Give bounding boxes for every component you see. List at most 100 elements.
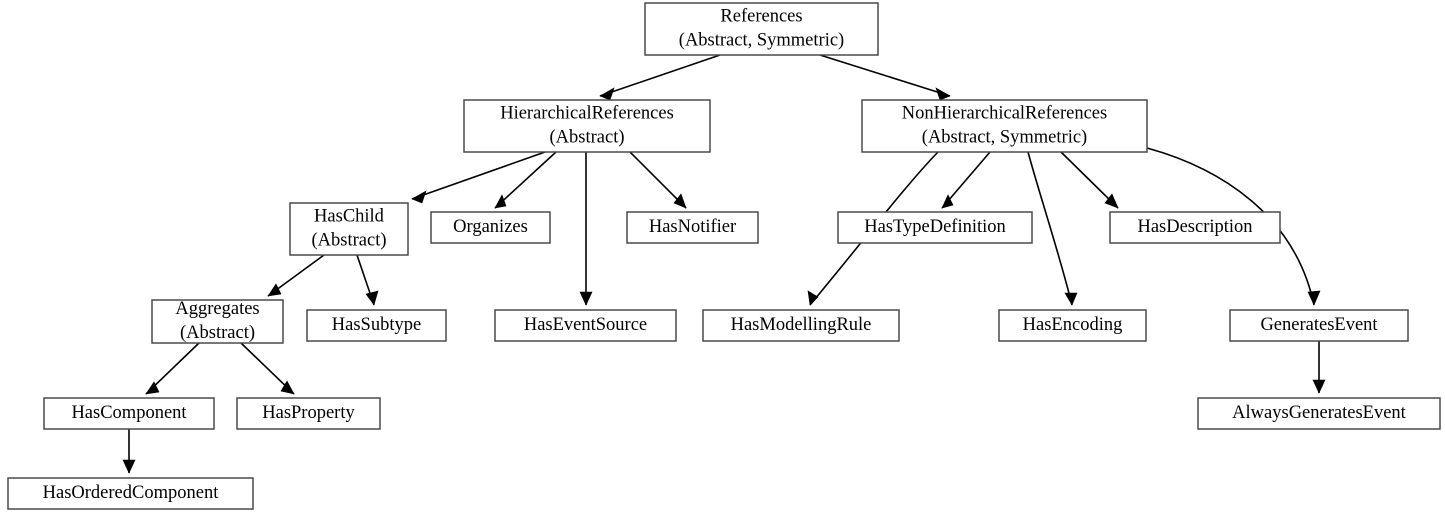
- node-label: HierarchicalReferences: [500, 103, 674, 123]
- node-label: HasProperty: [262, 403, 355, 423]
- node-label: (Abstract): [180, 323, 255, 343]
- edge-NonHierarchicalReferences-to-GeneratesEvent: [1146, 147, 1321, 306]
- node-label: HasComponent: [71, 403, 187, 423]
- node-box[interactable]: [43, 397, 215, 430]
- node-References[interactable]: References (Abstract, Symmetric): [644, 2, 879, 56]
- edge-layer: [122, 54, 1326, 474]
- node-Organizes[interactable]: Organizes: [430, 211, 551, 244]
- node-HasChild[interactable]: HasChild (Abstract): [289, 202, 409, 256]
- edge-HasComponent-to-HasOrderedComponent: [122, 429, 136, 474]
- node-box[interactable]: [1229, 309, 1409, 342]
- edge-NonHierarchicalReferences-to-HasTypeDefinition: [941, 151, 991, 209]
- node-layer: References (Abstract, Symmetric) Hierarchi…: [7, 2, 1441, 510]
- node-HasEncoding[interactable]: HasEncoding: [998, 309, 1147, 342]
- node-Aggregates[interactable]: Aggregates (Abstract): [151, 299, 284, 344]
- arrowhead-icon: [365, 290, 379, 306]
- edge-References-to-HierarchicalReferences: [599, 54, 721, 101]
- node-HierarchicalReferences[interactable]: HierarchicalReferences (Abstract): [463, 99, 711, 153]
- node-label: HasChild: [314, 206, 385, 226]
- node-HasEventSource[interactable]: HasEventSource: [494, 309, 677, 342]
- edge-line: [411, 151, 546, 200]
- node-box[interactable]: [463, 99, 711, 153]
- arrowhead-icon: [1312, 379, 1326, 394]
- node-box[interactable]: [837, 211, 1033, 244]
- node-label: HasNotifier: [649, 217, 736, 237]
- node-box[interactable]: [644, 2, 879, 56]
- node-HasModellingRule[interactable]: HasModellingRule: [702, 309, 900, 342]
- arrowhead-icon: [1064, 292, 1078, 306]
- arrowhead-icon: [807, 290, 819, 306]
- edge-HierarchicalReferences-to-HasEventSource: [579, 152, 593, 306]
- node-label: References: [720, 6, 802, 26]
- node-label: (Abstract): [550, 127, 625, 147]
- arrowhead-icon: [267, 283, 282, 297]
- arrowhead-icon: [280, 380, 295, 395]
- edge-NonHierarchicalReferences-to-HasDescription: [1060, 151, 1119, 209]
- node-label: HasDescription: [1137, 217, 1252, 237]
- node-label: (Abstract, Symmetric): [679, 30, 844, 50]
- node-GeneratesEvent[interactable]: GeneratesEvent: [1229, 309, 1409, 342]
- arrowhead-icon: [122, 459, 136, 474]
- node-box[interactable]: [306, 309, 447, 342]
- arrowhead-icon: [935, 87, 951, 101]
- node-box[interactable]: [702, 309, 900, 342]
- node-label: Aggregates: [175, 299, 259, 319]
- arrowhead-icon: [579, 291, 593, 306]
- node-label: (Abstract): [312, 230, 387, 250]
- node-box[interactable]: [1109, 211, 1281, 244]
- node-box[interactable]: [998, 309, 1147, 342]
- edge-Aggregates-to-HasComponent: [145, 342, 200, 395]
- node-label: GeneratesEvent: [1260, 315, 1378, 335]
- node-box[interactable]: [494, 309, 677, 342]
- node-HasDescription[interactable]: HasDescription: [1109, 211, 1281, 244]
- arrowhead-icon: [411, 190, 427, 204]
- node-label: HasSubtype: [332, 315, 421, 335]
- node-box[interactable]: [430, 211, 551, 244]
- node-HasComponent[interactable]: HasComponent: [43, 397, 215, 430]
- node-label: (Abstract, Symmetric): [922, 127, 1087, 147]
- node-box[interactable]: [1197, 397, 1441, 430]
- node-label: Organizes: [453, 217, 528, 237]
- node-HasOrderedComponent[interactable]: HasOrderedComponent: [7, 477, 254, 510]
- edge-line: [629, 151, 687, 209]
- edge-NonHierarchicalReferences-to-HasEncoding: [1027, 151, 1078, 306]
- arrowhead-icon: [673, 193, 687, 209]
- arrowhead-icon: [494, 194, 507, 209]
- node-box[interactable]: [289, 202, 409, 256]
- node-box[interactable]: [861, 99, 1148, 153]
- edge-HierarchicalReferences-to-Organizes: [494, 151, 557, 209]
- node-HasTypeDefinition[interactable]: HasTypeDefinition: [837, 211, 1033, 244]
- node-label: HasEncoding: [1023, 315, 1123, 335]
- node-box[interactable]: [626, 211, 759, 244]
- edge-line: [1146, 147, 1315, 306]
- node-label: HasOrderedComponent: [43, 483, 220, 503]
- node-HasSubtype[interactable]: HasSubtype: [306, 309, 447, 342]
- node-label: HasTypeDefinition: [864, 217, 1006, 237]
- edge-Aggregates-to-HasProperty: [240, 342, 295, 395]
- edge-line: [1027, 151, 1073, 306]
- edge-HasChild-to-HasSubtype: [356, 254, 379, 306]
- node-AlwaysGeneratesEvent[interactable]: AlwaysGeneratesEvent: [1197, 397, 1441, 430]
- arrowhead-icon: [941, 194, 954, 209]
- edge-GeneratesEvent-to-AlwaysGeneratesEvent: [1312, 341, 1326, 394]
- edge-HierarchicalReferences-to-HasChild: [411, 151, 546, 204]
- node-HasProperty[interactable]: HasProperty: [236, 397, 381, 430]
- node-label: HasModellingRule: [731, 315, 872, 335]
- edge-HierarchicalReferences-to-HasNotifier: [629, 151, 687, 209]
- node-HasNotifier[interactable]: HasNotifier: [626, 211, 759, 244]
- node-box[interactable]: [151, 299, 284, 344]
- arrowhead-icon: [1104, 193, 1119, 209]
- node-box[interactable]: [7, 477, 254, 510]
- node-box[interactable]: [236, 397, 381, 430]
- node-NonHierarchicalReferences[interactable]: NonHierarchicalReferences(Abstract, Symm…: [861, 99, 1148, 153]
- edge-line: [599, 54, 721, 97]
- edge-References-to-NonHierarchicalReferences: [819, 54, 951, 101]
- arrowhead-icon: [145, 381, 160, 395]
- arrowhead-icon: [599, 87, 615, 101]
- node-label: HasEventSource: [524, 315, 647, 335]
- arrowhead-icon: [1307, 290, 1321, 306]
- edge-HasChild-to-Aggregates: [267, 254, 325, 297]
- edge-line: [494, 151, 557, 209]
